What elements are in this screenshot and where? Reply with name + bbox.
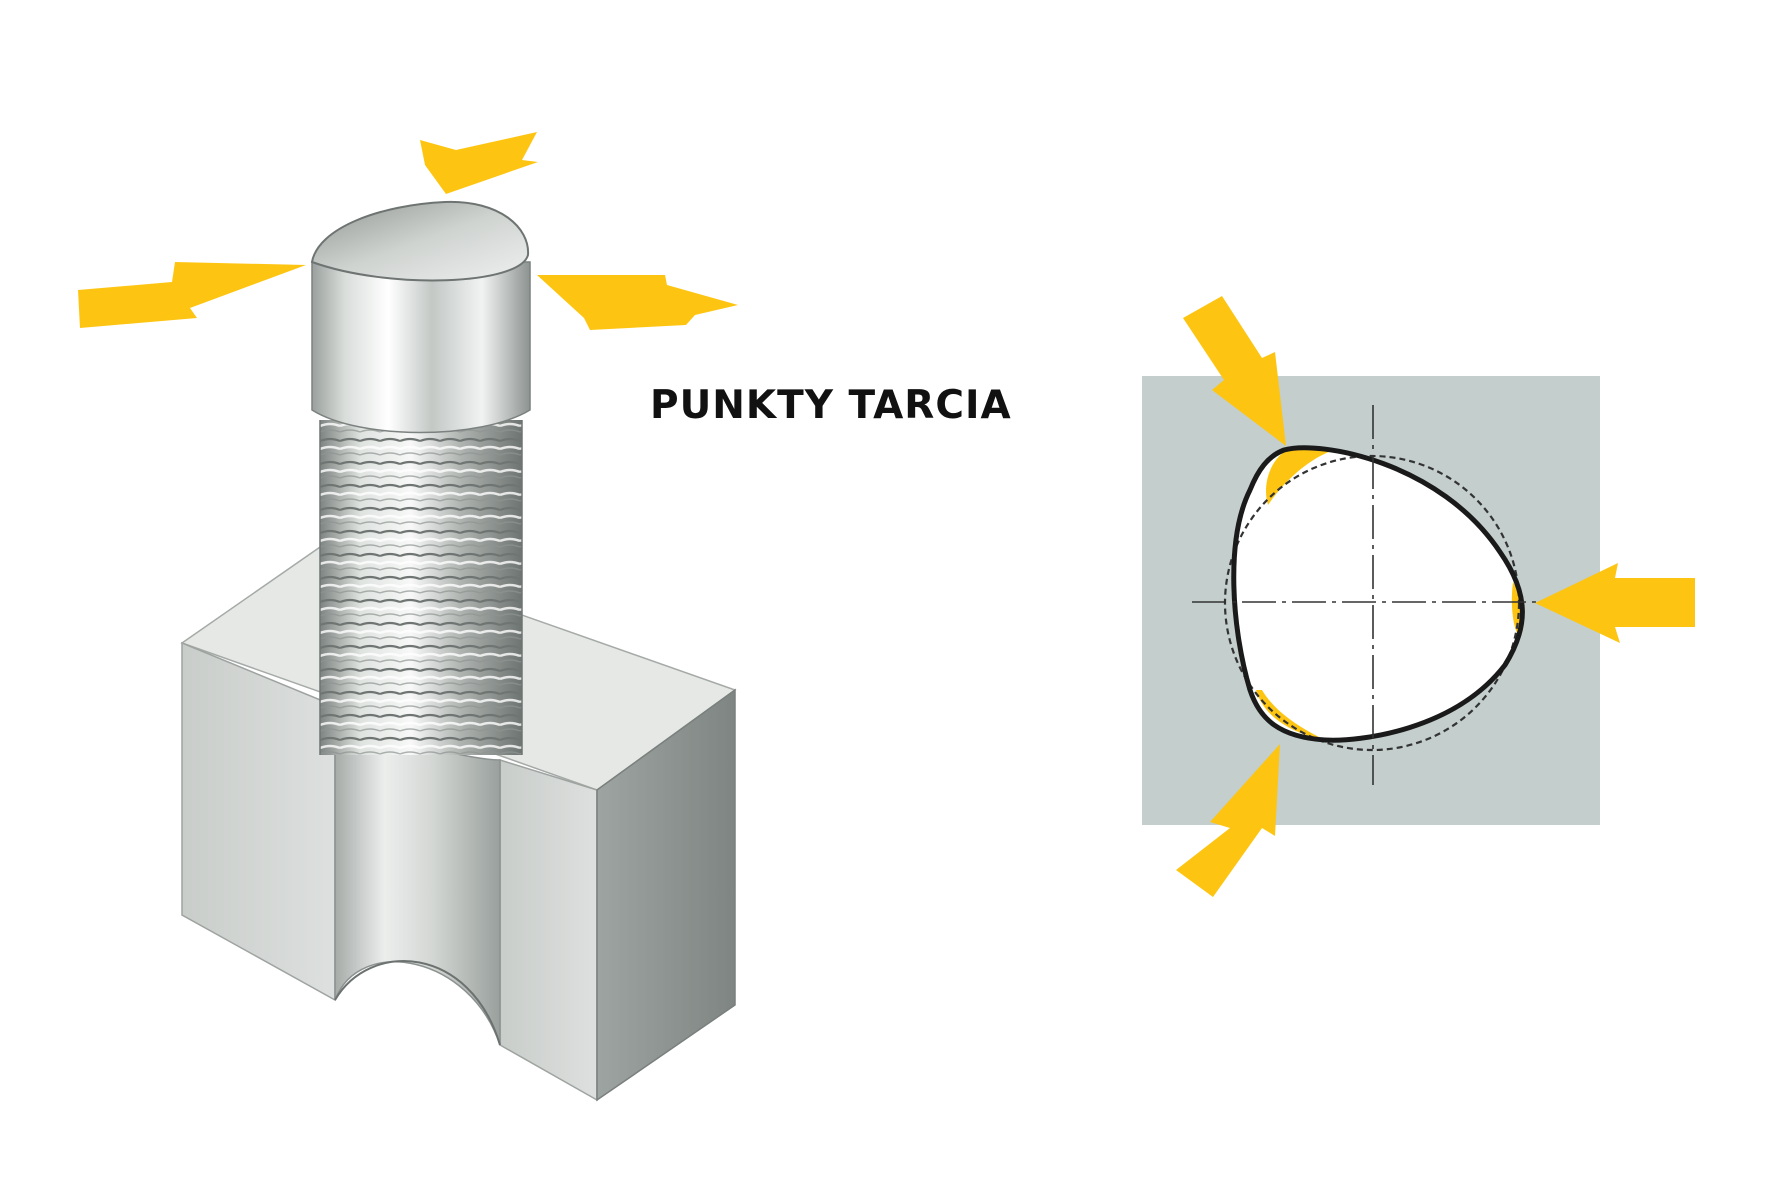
block-side-face (596, 688, 736, 1102)
section-force-arrows (1176, 296, 1695, 897)
yellow-arrow-icon (420, 132, 538, 194)
yellow-arrow-icon (1183, 296, 1286, 446)
screw-illustration (180, 200, 737, 1102)
block-front-face-right (499, 758, 598, 1102)
trilobe-outline (1231, 445, 1525, 743)
contact-zone-lower (1256, 690, 1325, 740)
yellow-arrow-icon (1176, 744, 1280, 897)
trilobe-interior (1233, 447, 1523, 741)
block-front-face (181, 641, 336, 1002)
contact-zone-upper (1265, 447, 1334, 505)
cross-section-diagram (1142, 376, 1600, 825)
reference-circle (1223, 454, 1521, 752)
yellow-arrow-icon (1535, 563, 1695, 643)
screw-force-arrows (78, 132, 738, 330)
yellow-arrow-icon (537, 275, 738, 330)
block-bore (334, 703, 501, 1046)
yellow-arrow-icon (78, 262, 306, 328)
screw-top-face (310, 200, 530, 282)
screw-head (311, 261, 531, 434)
friction-points-label: PUNKTY TARCIA (650, 383, 1012, 428)
